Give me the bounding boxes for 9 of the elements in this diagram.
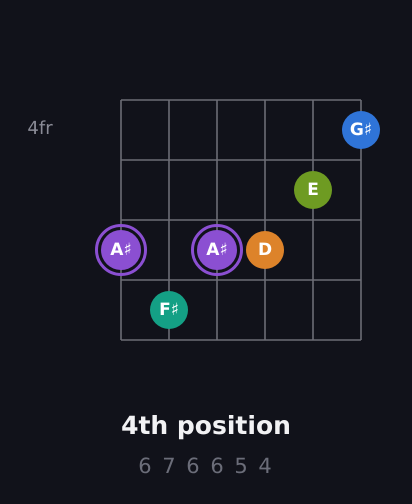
root-note-marker: A♯ xyxy=(191,224,243,276)
fret-number-label: 4fr xyxy=(27,119,53,139)
root-note-marker: A♯ xyxy=(95,224,147,276)
fingering-numbers: 6 7 6 6 5 4 xyxy=(138,455,274,478)
note-marker: F♯ xyxy=(150,291,188,329)
note-marker: G♯ xyxy=(342,111,380,149)
note-marker: D xyxy=(246,231,284,269)
position-title: 4th position xyxy=(121,412,291,440)
note-marker: E xyxy=(294,171,332,209)
